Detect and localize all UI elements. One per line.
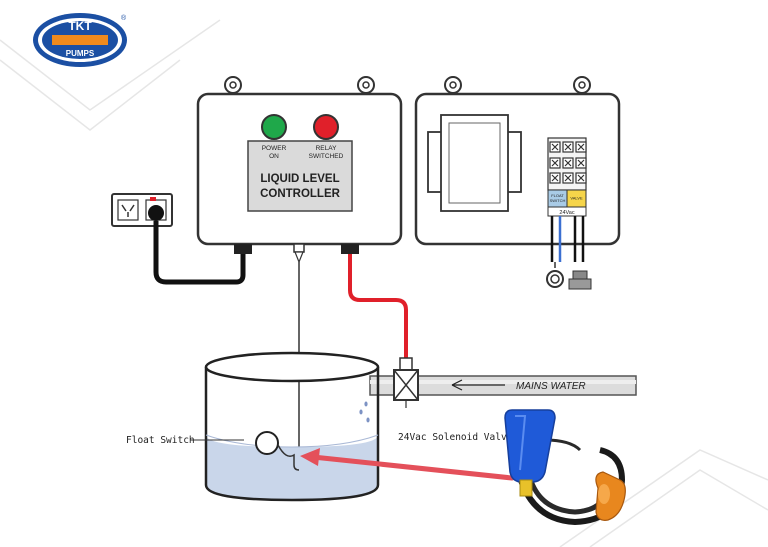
terminal-float-label-1: FLOAT [551,193,564,198]
controller-title-line-1: LIQUID LEVEL [260,173,339,185]
solenoid-valve-label: 24Vac Solenoid Valve [398,432,513,443]
relay-led [313,114,339,140]
plug-icon [148,205,164,221]
registered-mark: ® [121,14,127,22]
controller-label-panel [247,140,353,212]
terminal-wires [550,216,585,268]
mains-water-pipe: MAINS WATER [369,375,637,396]
float-body-blue [504,409,556,483]
terminal-voltage-label: 24Vac [559,210,574,216]
power-label-line-2: ON [269,153,279,160]
float-switch-label: Float Switch [126,435,195,446]
controller-title-line-2: CONTROLLER [260,188,341,200]
water-drips [359,401,370,423]
float-weight-orange [595,471,626,521]
cable-gland-middle [293,243,305,253]
liquid-level-controller: POWER ON RELAY SWITCHED LIQUID LEVEL CON… [196,76,403,264]
cable-gland-right [341,244,359,254]
logo-stripe [52,35,108,45]
power-outlet [111,193,173,227]
float-ball [255,431,279,455]
socket-icon [117,199,139,221]
terminal-float-label-2: SWITCH [550,198,566,203]
outlet-switch-indicator [150,197,156,201]
power-led [261,114,287,140]
power-cable [153,221,246,285]
water-tank [204,351,380,502]
terminal-voltage-cell [547,206,587,217]
solenoid-valve [393,357,419,408]
tank-water [206,435,378,500]
terminal-box: FLOAT SWITCH VALVE 24Vac [414,76,621,246]
power-label-line-1: POWER [262,145,287,152]
tkt-pumps-logo: TKT PUMPS ® [33,13,127,67]
logo-top-text: TKT [68,19,92,33]
tank-top [204,351,380,383]
float-switch-photo [504,409,626,526]
solenoid-valve-mini-icon [568,270,592,290]
terminal-strip [547,137,587,191]
relay-label-line-2: SWITCHED [309,153,344,160]
transformer-icon [440,114,509,212]
mains-water-label: MAINS WATER [516,381,586,392]
pointer-arrow [300,448,515,481]
cable-gland-left [234,244,252,254]
terminal-valve-label: VALVE [570,196,583,201]
logo-bottom-text: PUMPS [66,49,95,58]
relay-label-line-1: RELAY [316,145,337,152]
red-valve-wire [348,254,408,358]
